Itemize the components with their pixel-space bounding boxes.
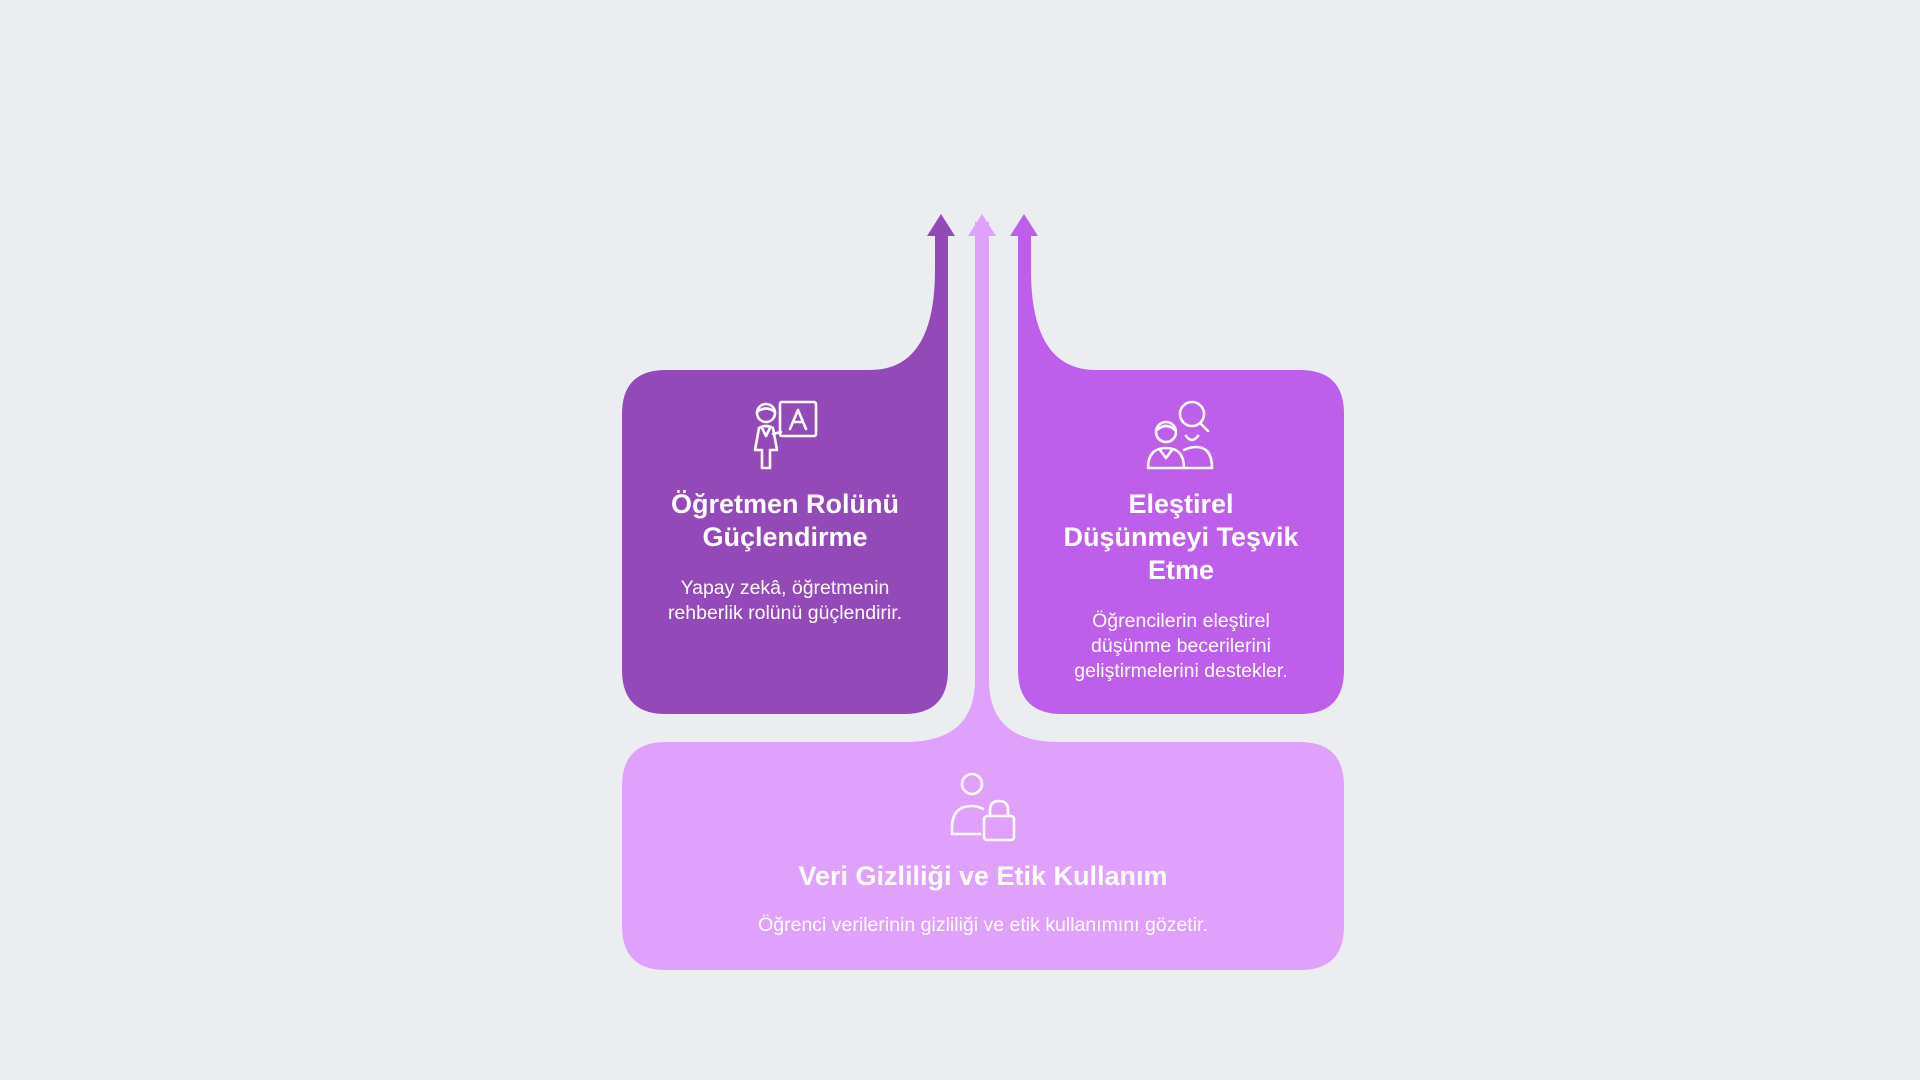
privacy-card-title: Veri Gizliliği ve Etik Kullanım <box>798 861 1168 891</box>
teacher-shape <box>622 214 955 714</box>
teacher-card-title: Öğretmen Rolünü Güçlendirme <box>671 489 899 552</box>
critical-arrow-head <box>1010 214 1038 236</box>
privacy-arrow-head <box>968 214 996 236</box>
critical-card-description: Öğrencilerin eleştirel düşünme beceriler… <box>1074 610 1288 682</box>
card-privacy: Veri Gizliliği ve Etik Kullanım Öğrenci … <box>622 770 1344 938</box>
teacher-card-background <box>622 236 948 714</box>
teacher-card-description: Yapay zekâ, öğretmenin rehberlik rolünü … <box>667 577 903 624</box>
privacy-card-background <box>622 222 1344 970</box>
teacher-arrow-head <box>927 214 955 236</box>
card-teacher: Öğretmen Rolünü Güçlendirme Yapay zekâ, … <box>622 398 948 626</box>
critical-card-title: Eleştirel Düşünmeyi Teşvik Etme <box>1063 489 1299 585</box>
privacy-card-description: Öğrenci verilerinin gizliliği ve etik ku… <box>758 914 1208 936</box>
critical-card-background <box>1018 236 1344 714</box>
teacher-board-icon <box>753 400 818 470</box>
privacy-shape <box>622 214 1344 970</box>
students-search-icon <box>1146 400 1214 470</box>
user-lock-icon <box>950 772 1016 842</box>
card-critical: Eleştirel Düşünmeyi Teşvik Etme Öğrencil… <box>1018 398 1344 684</box>
critical-shape <box>1010 214 1344 714</box>
